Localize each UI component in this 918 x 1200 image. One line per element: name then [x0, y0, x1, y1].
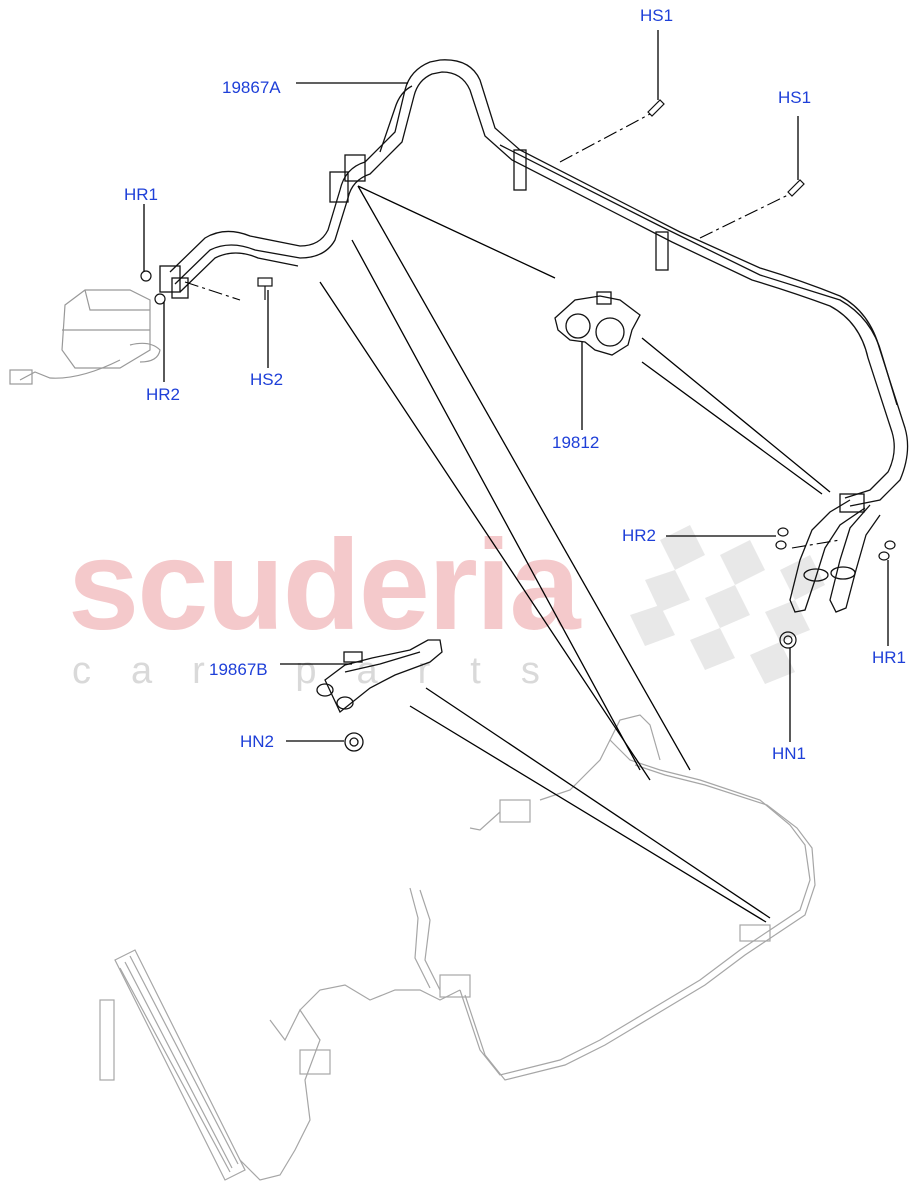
label-19812: 19812	[552, 433, 600, 452]
label-19867a: 19867A	[222, 78, 281, 97]
compressor-block	[9, 289, 161, 385]
label-hs2: HS2	[250, 370, 284, 389]
label-hn2: HN2	[240, 732, 275, 751]
clip-19812	[554, 291, 641, 356]
hs1-bolts	[647, 99, 805, 197]
label-hr1-left: HR1	[124, 185, 159, 204]
vehicle-ac-system	[99, 714, 816, 1181]
label-hn1: HN1	[772, 744, 807, 763]
label-hs1-top: HS1	[640, 6, 674, 25]
left-hardware	[140, 270, 273, 305]
label-hr2-left: HR2	[146, 385, 181, 404]
checkered-flag-watermark	[630, 525, 825, 684]
label-hr1-right: HR1	[872, 648, 907, 667]
label-19867b: 19867B	[209, 660, 268, 679]
label-hr2-right: HR2	[622, 526, 657, 545]
pipe-assembly-19867a	[159, 59, 909, 613]
leader-lines	[143, 30, 889, 923]
hn1-nut	[779, 631, 797, 649]
right-o-rings	[775, 527, 896, 561]
watermark-tagline: car parts	[72, 650, 580, 692]
label-hs1-right: HS1	[778, 88, 812, 107]
pipe-assembly-19867b	[316, 639, 443, 752]
dashed-leaders	[184, 113, 841, 549]
watermark-brand: scuderia	[68, 514, 580, 657]
